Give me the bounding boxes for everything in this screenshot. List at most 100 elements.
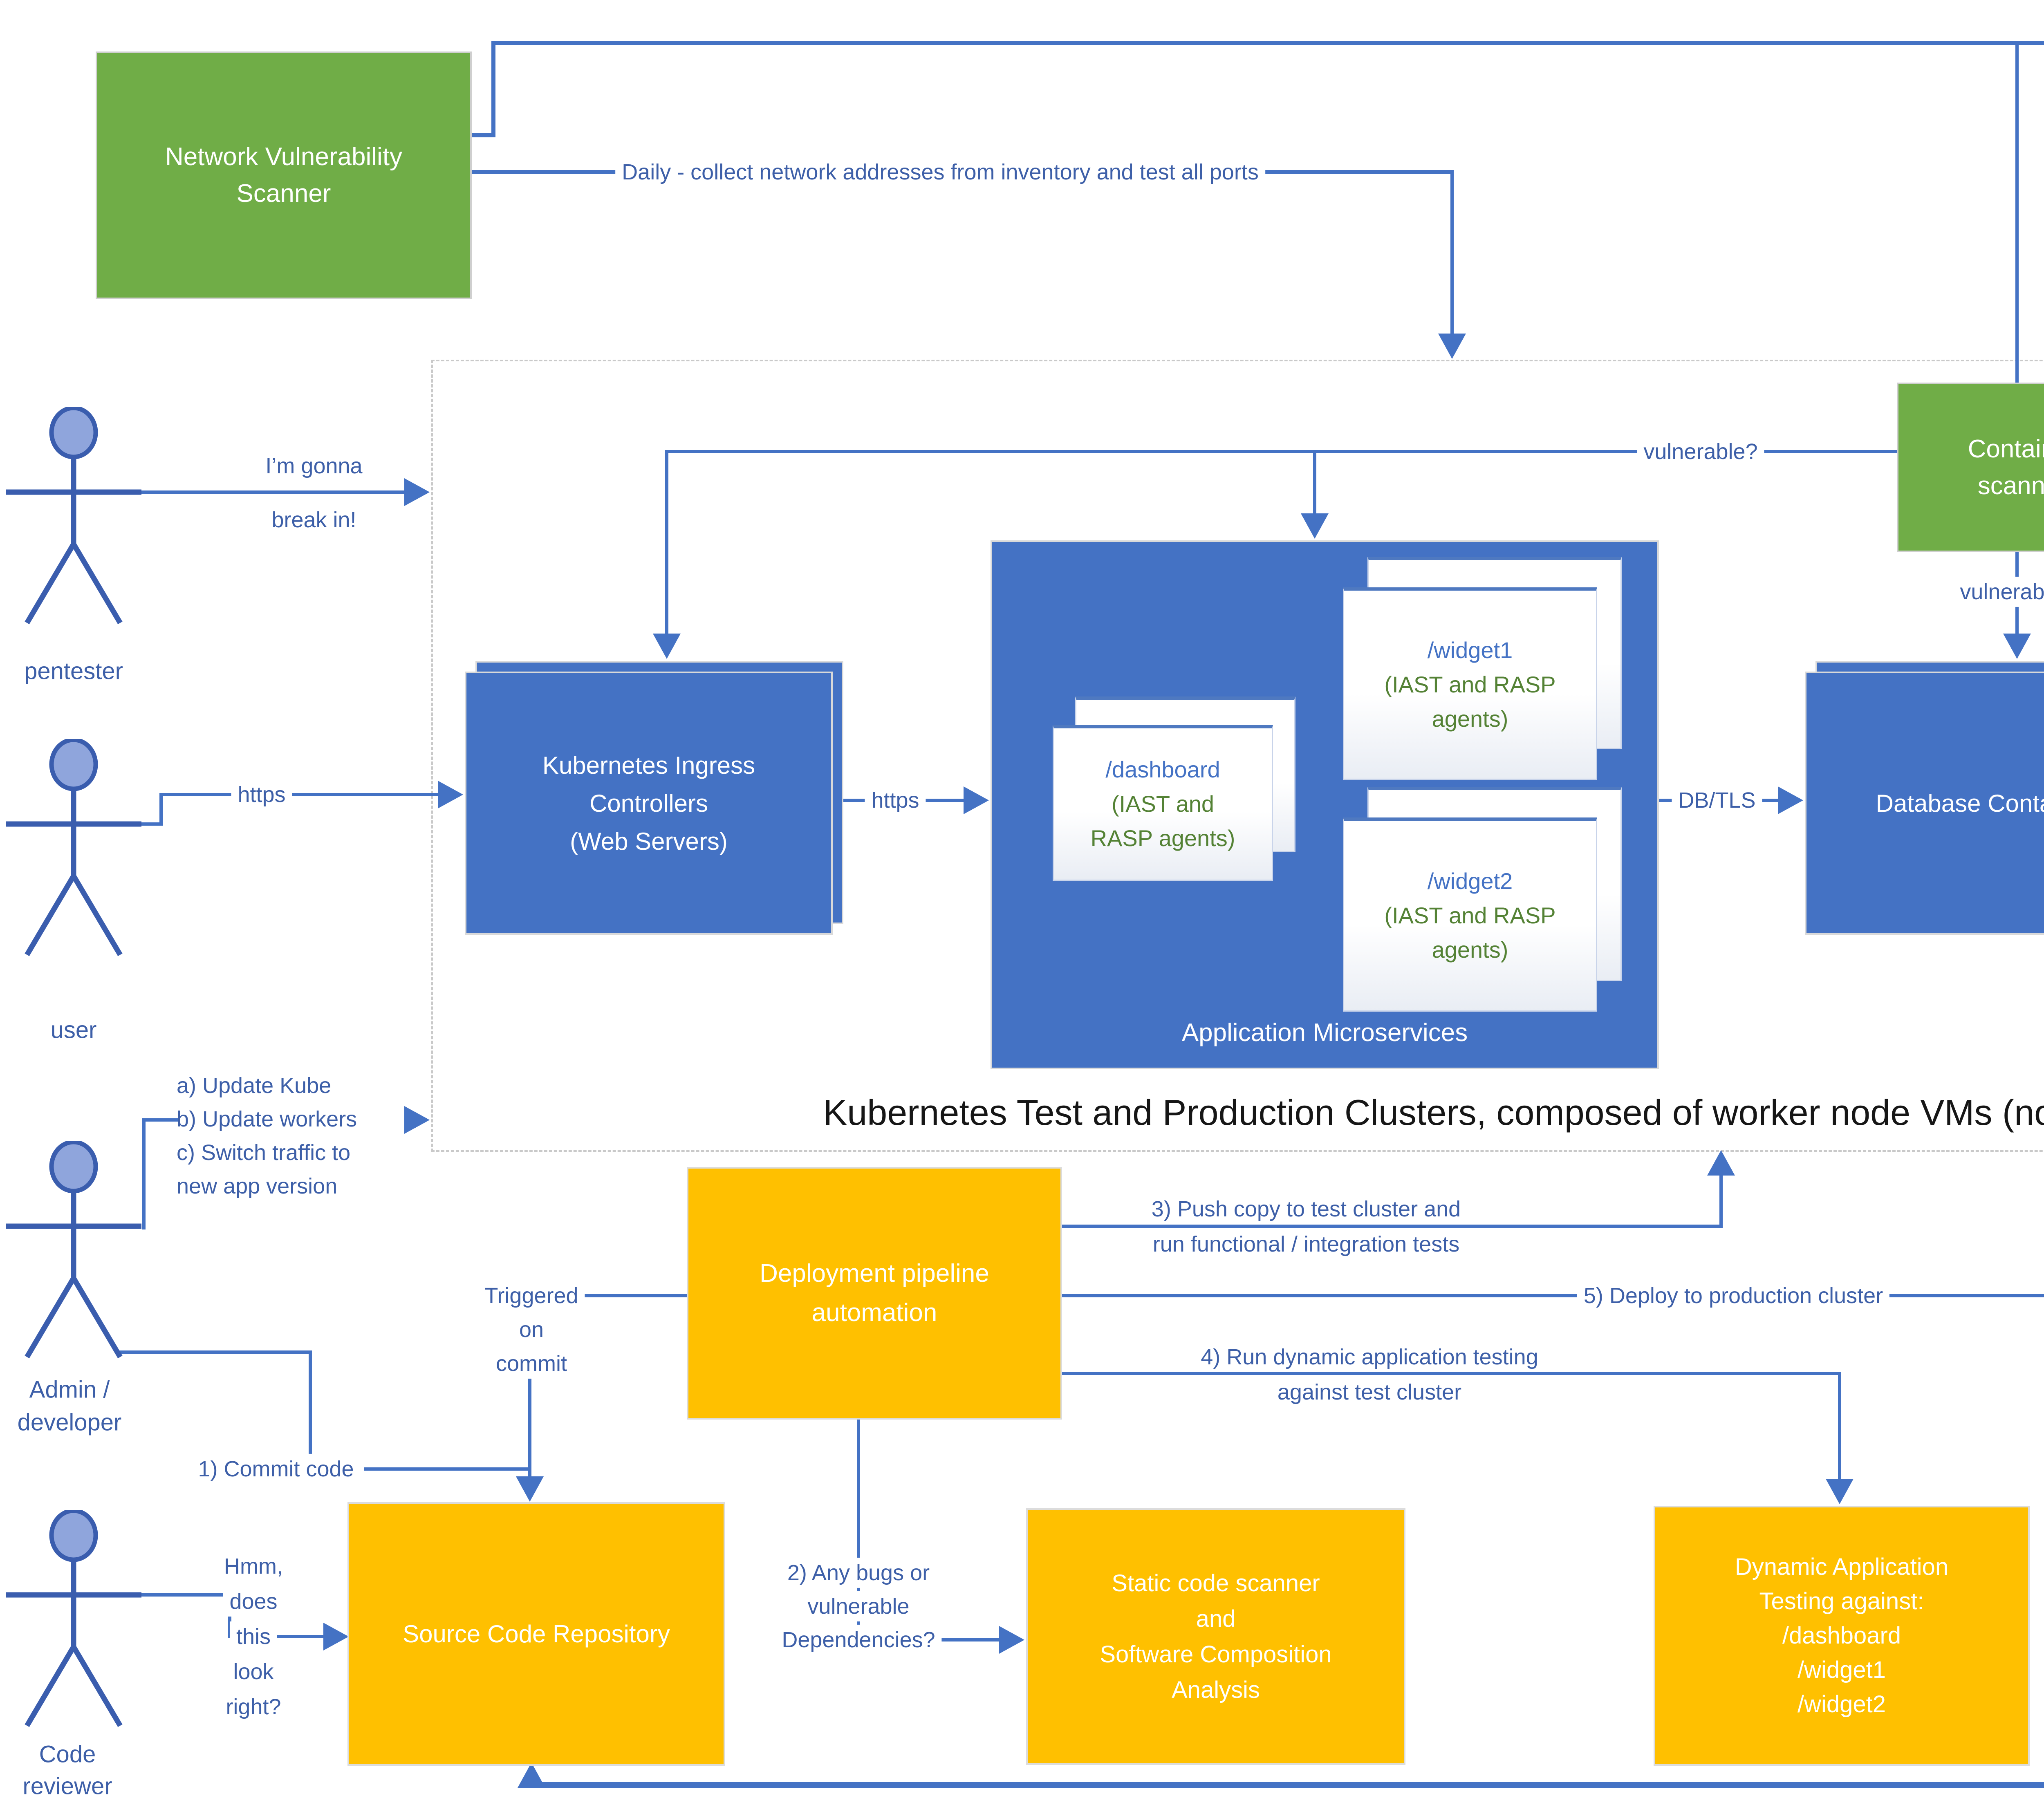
dynamic-label-line3: /dashboard: [1782, 1622, 1901, 1649]
pentester-line-h: [135, 490, 406, 494]
admin-task-a: a) Update Kube: [177, 1073, 332, 1098]
deployment-label-line2: automation: [811, 1299, 937, 1327]
admin-tasks-bracket-h: [142, 1118, 180, 1122]
admin-tasks-bracket-v: [142, 1118, 146, 1229]
actor-pentester-figure: [6, 407, 141, 625]
dynamic-label-line1: Dynamic Application: [1735, 1553, 1949, 1580]
bottom-feedback-h: [530, 1782, 2044, 1788]
actor-user-name: user: [50, 1017, 97, 1044]
edge-step2-label-line2: vulnerable: [801, 1591, 916, 1622]
reviewer-speech-line3: this: [229, 1621, 278, 1652]
app-microservices-label: Application Microservices: [1181, 1019, 1468, 1047]
card-widget2: /widget2 (IAST and RASP agents): [1343, 817, 1597, 1012]
edge-daily-label: Daily - collect network addresses from i…: [615, 157, 1265, 188]
edge-triggered-label-line3: commit: [489, 1348, 574, 1379]
node-deployment-pipeline: Deployment pipeline automation: [687, 1167, 1062, 1420]
actor-pentester-name: pentester: [24, 658, 123, 685]
pentester-arrowhead: [404, 478, 430, 506]
cluster-boundary: [431, 360, 2044, 1152]
edge-step2-label-line1: 2) Any bugs or: [780, 1557, 937, 1588]
commit-to-scr-v: [528, 1375, 531, 1478]
dynamic-label-line4: /widget1: [1797, 1657, 1886, 1684]
ingress-label-line1: Kubernetes Ingress: [542, 751, 755, 779]
scr-label: Source Code Repository: [403, 1620, 670, 1648]
edge-triggered-label-line1: Triggered: [478, 1280, 585, 1311]
dashboard-agents-line1: (IAST and: [1111, 791, 1215, 817]
reviewer-speech-line4: look: [226, 1656, 280, 1687]
actor-reviewer-figure: [6, 1510, 141, 1727]
step3-line-v: [1719, 1175, 1723, 1228]
card-widget1: /widget1 (IAST and RASP agents): [1343, 587, 1597, 780]
actor-reviewer-name-line2: reviewer: [22, 1773, 112, 1796]
edge-vulnerable-db-label: vulnerable?: [1953, 576, 2044, 607]
vulnerable-ingress-arrowhead: [653, 634, 681, 659]
reviewer-speech-line5: right?: [219, 1691, 288, 1722]
actor-user-figure: [6, 739, 141, 956]
widget2-agents-line2: agents): [1432, 937, 1508, 963]
pentester-speech-line2: break in!: [271, 507, 356, 532]
static-label-line3: Software Composition: [1100, 1641, 1332, 1668]
node-kubernetes-ingress-controllers: Kubernetes Ingress Controllers (Web Serv…: [465, 672, 833, 935]
edge-step4-label-line2: against test cluster: [1277, 1379, 1462, 1404]
step3-arrowhead: [1707, 1150, 1735, 1176]
vulnerable-to-ingress-v: [665, 450, 668, 634]
user-https-h: [159, 793, 438, 796]
pentester-speech-line1: I’m gonna: [265, 453, 363, 478]
edge-step3-label-line2: run functional / integration tests: [1152, 1232, 1460, 1256]
reviewer-speech-line2: does: [223, 1586, 284, 1617]
admin-task-b: b) Update workers: [177, 1106, 357, 1131]
container-scanner-label-line1: Container: [1968, 434, 2044, 463]
daily-arrowhead: [1438, 334, 1466, 359]
node-source-code-repository: Source Code Repository: [347, 1502, 725, 1766]
edge-triggered-label-line2: on: [512, 1314, 551, 1345]
step4-line-v: [1838, 1372, 1841, 1480]
static-label-line4: Analysis: [1172, 1677, 1260, 1703]
reviewer-arm-h: [135, 1593, 231, 1597]
vulnerable-app-arrowhead: [1301, 513, 1329, 539]
daily-line-v: [1450, 170, 1454, 336]
step3-line-h: [1059, 1225, 1723, 1228]
admin-task-c: c) Switch traffic to: [177, 1140, 351, 1165]
dashboard-agents-line2: RASP agents): [1090, 825, 1235, 851]
container-scanner-label-line2: scanner: [1977, 471, 2044, 500]
node-static-code-scanner: Static code scanner and Software Composi…: [1026, 1508, 1405, 1765]
dbtls-arrowhead: [1778, 786, 1803, 814]
widget1-agents-line2: agents): [1432, 706, 1508, 732]
widget2-path: /widget2: [1427, 868, 1513, 894]
step5-line-h: [1059, 1294, 2044, 1297]
user-step-v: [159, 793, 163, 826]
admin-task-c2: new app version: [177, 1173, 338, 1198]
reviewer-scr-arrowhead: [323, 1623, 349, 1650]
widget2-agents-line1: (IAST and RASP: [1384, 902, 1556, 928]
static-label-line1: Static code scanner: [1112, 1570, 1320, 1597]
edge-step5-label: 5) Deploy to production cluster: [1577, 1280, 1890, 1311]
node-dynamic-application-testing: Dynamic Application Testing against: /da…: [1654, 1506, 2030, 1766]
admin-tasks-arrowhead: [404, 1106, 430, 1134]
node-container-scanner: Container scanner: [1897, 383, 2044, 552]
static-label-line2: and: [1196, 1606, 1236, 1632]
step2-arrowhead: [999, 1626, 1024, 1654]
commit-arm-h: [117, 1350, 312, 1354]
vulnerable-db-arrowhead: [2003, 634, 2031, 659]
step2-line-v: [857, 1416, 860, 1640]
cluster-caption: Kubernetes Test and Production Clusters,…: [823, 1092, 2044, 1133]
containerscanner-in-v: [2015, 43, 2019, 383]
commit-v1: [309, 1350, 312, 1471]
db-label: Database Containers: [1876, 789, 2044, 817]
node-network-vulnerability-scanner: Network Vulnerability Scanner: [96, 52, 472, 299]
https-to-app-arrowhead: [964, 786, 989, 814]
dynamic-label-line5: /widget2: [1797, 1691, 1886, 1718]
nvs-label-line1: Network Vulnerability: [165, 143, 403, 171]
actor-admin-name-line1: Admin /: [29, 1376, 110, 1403]
widget1-agents-line1: (IAST and RASP: [1384, 672, 1556, 697]
dashboard-path: /dashboard: [1105, 757, 1220, 782]
deployment-label-line1: Deployment pipeline: [760, 1259, 989, 1288]
card-dashboard: /dashboard (IAST and RASP agents): [1053, 725, 1273, 881]
actor-admin-figure: [6, 1141, 141, 1359]
top-rail-h: [491, 41, 2044, 45]
user-https-arrowhead: [438, 781, 463, 808]
edge-step3-label-line1: 3) Push copy to test cluster and: [1151, 1196, 1461, 1221]
nvs-label-line2: Scanner: [236, 179, 331, 208]
widget1-path: /widget1: [1427, 637, 1513, 663]
